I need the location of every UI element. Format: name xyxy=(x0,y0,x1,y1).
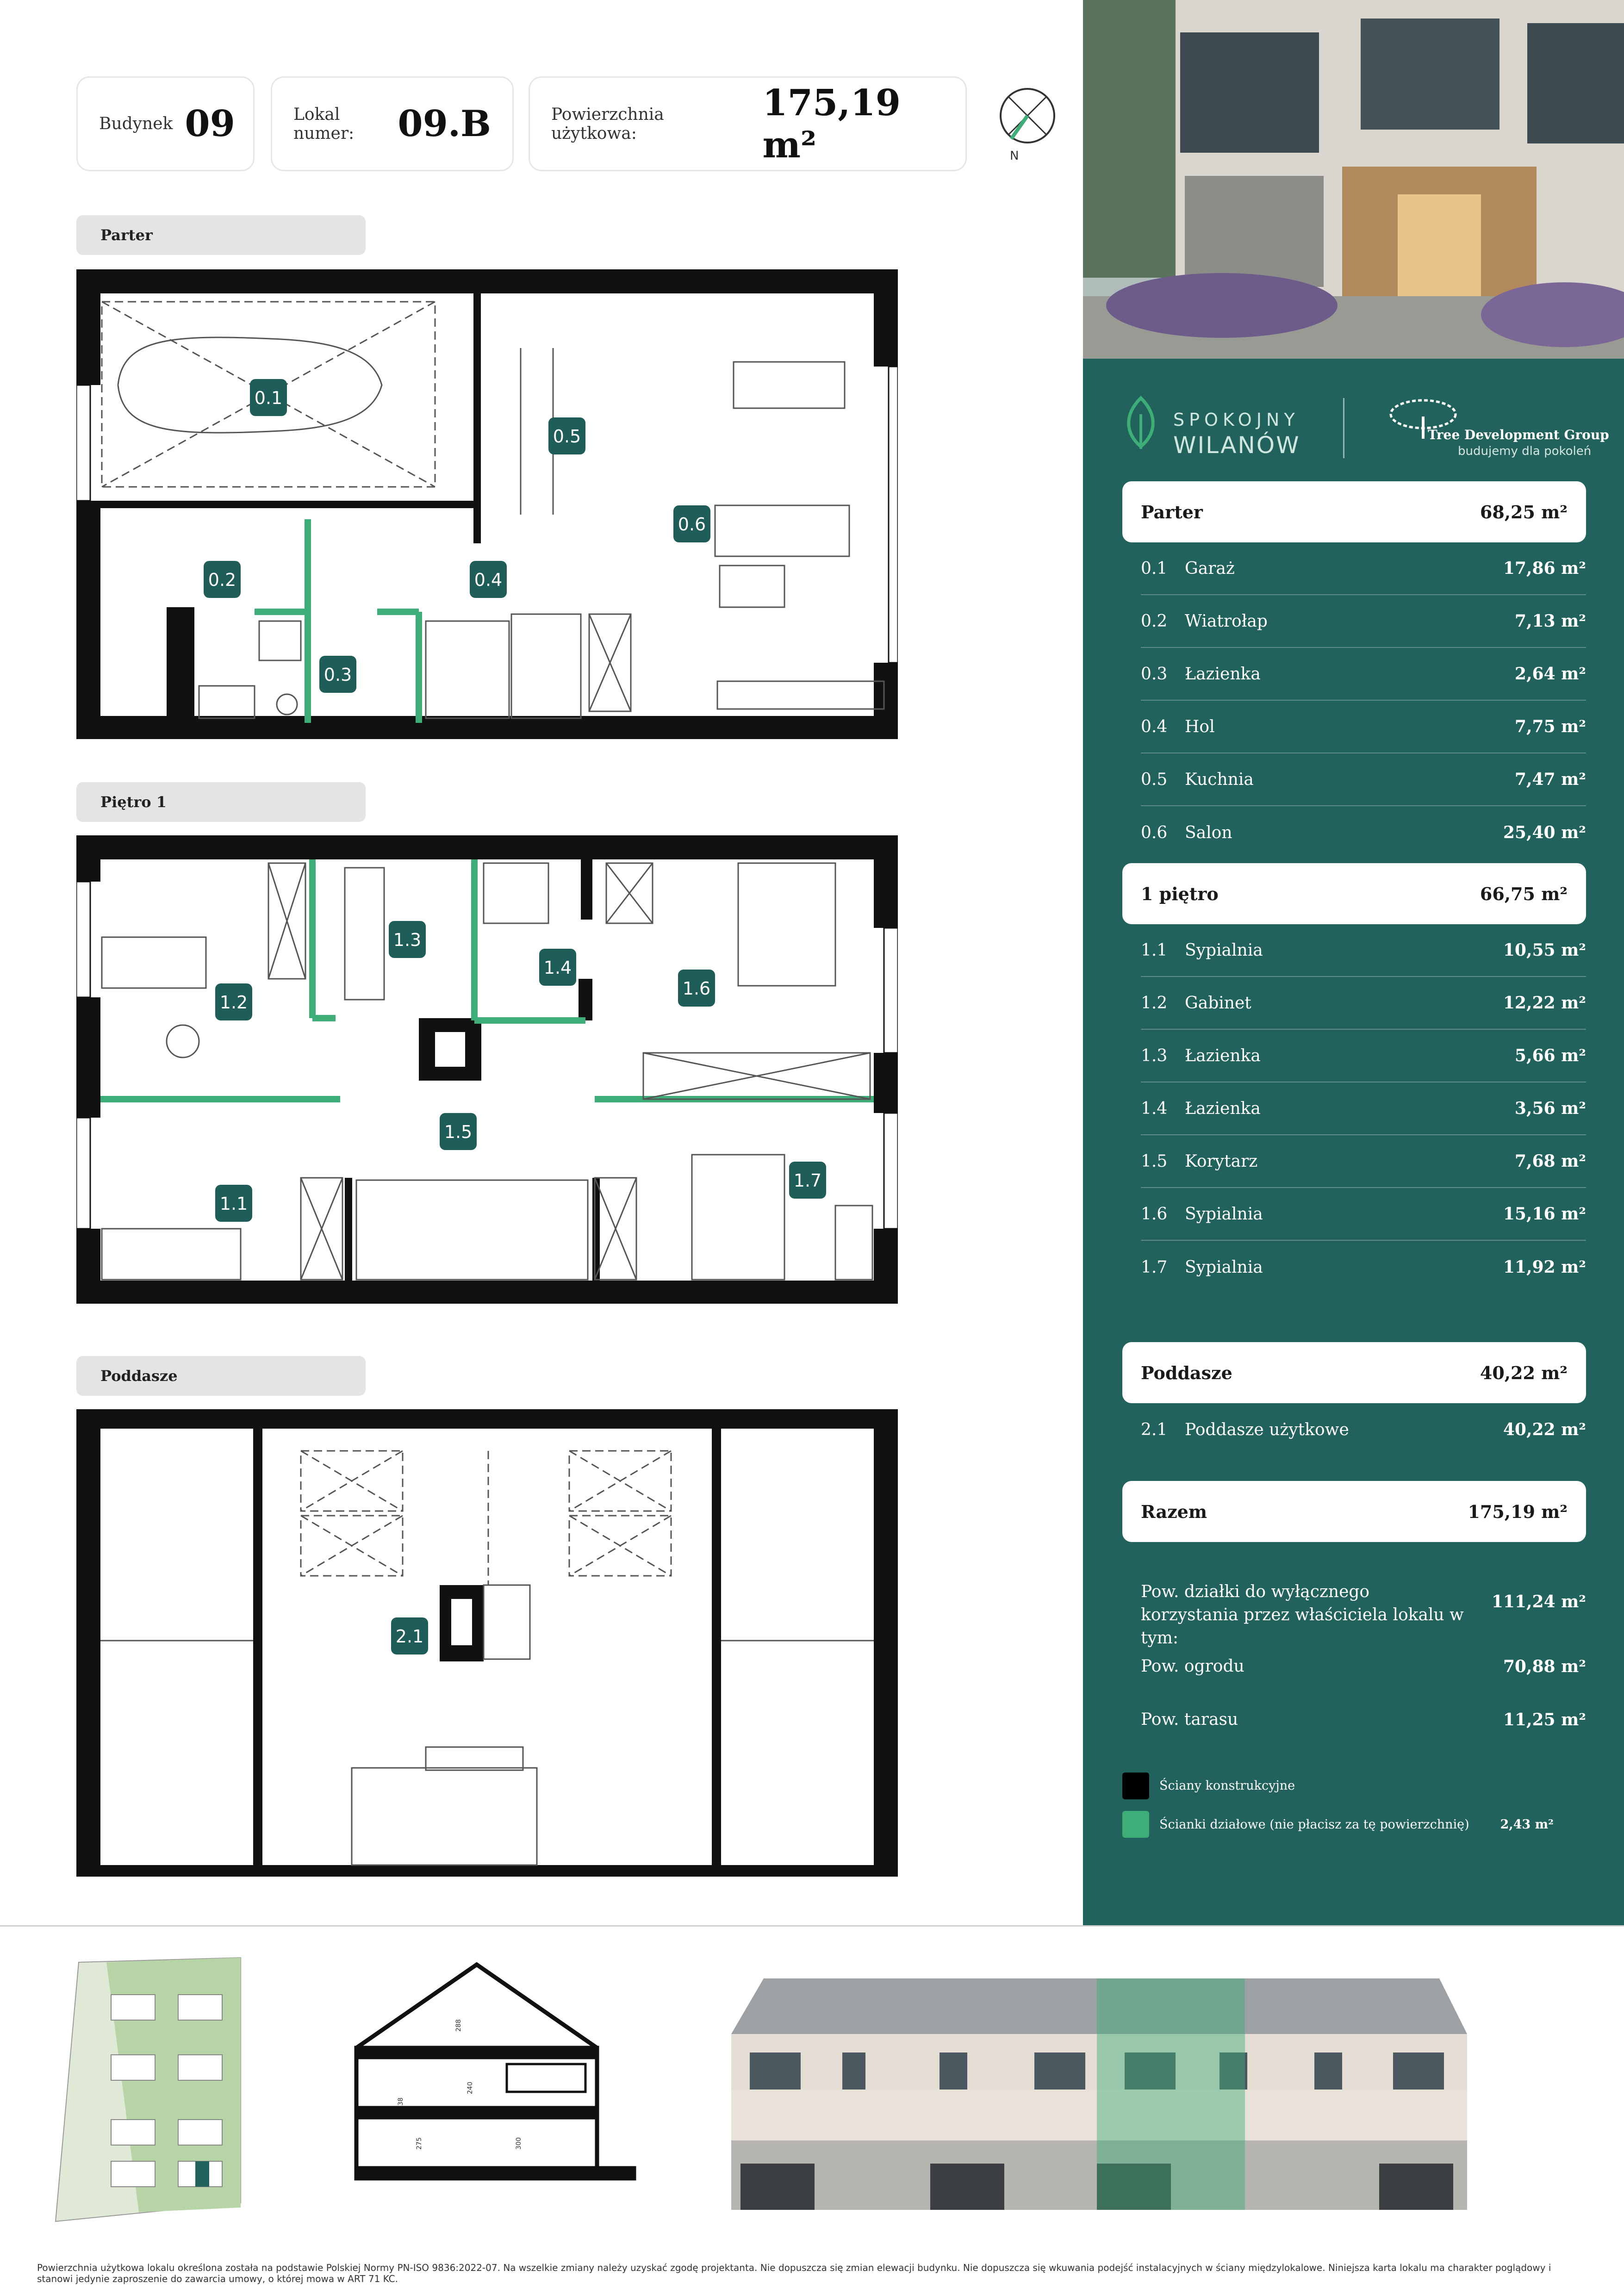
brand-name-line1: SPOKOJNY xyxy=(1173,410,1300,430)
section-dim: 275 xyxy=(416,2137,423,2150)
brand-divider xyxy=(1343,398,1344,458)
section-dim: 288 xyxy=(455,2019,462,2032)
floor-plan-attic: 2.1 xyxy=(76,1409,898,1877)
area-label: Powierzchnia użytkowa: xyxy=(551,105,664,143)
area-value: 175,19 m² xyxy=(762,81,901,166)
leaf-logo-icon xyxy=(1127,396,1155,449)
room-badge: 2.1 xyxy=(396,1626,423,1647)
area-box: Powierzchnia użytkowa: 175,19 m² xyxy=(529,76,967,171)
floor-plan-first: 1.3 1.4 1.6 1.2 1.5 1.7 1.1 xyxy=(76,835,898,1304)
plot-value: 111,24 m² xyxy=(1491,1592,1586,1611)
section-ground-total: 68,25 m² xyxy=(1480,501,1568,522)
section-first-total: 66,75 m² xyxy=(1480,883,1568,904)
room-badge: 1.6 xyxy=(683,978,710,999)
unit-label: Lokal numer: xyxy=(293,105,355,143)
developer-name: Tree Development Group xyxy=(1428,427,1609,442)
section-attic-total: 40,22 m² xyxy=(1480,1362,1568,1383)
floor-title-attic: Poddasze xyxy=(76,1356,366,1396)
brand-name-line2: WILANÓW xyxy=(1173,432,1300,459)
compass-label: N xyxy=(1010,149,1019,163)
room-badge: 1.4 xyxy=(544,958,572,978)
garden-label: Pow. ogrodu xyxy=(1141,1657,1244,1676)
floor-title-ground: Parter xyxy=(76,215,366,255)
section-ground-title: Parter xyxy=(1141,501,1203,522)
room-badge: 0.3 xyxy=(324,665,352,685)
section-ground-header: Parter 68,25 m² xyxy=(1122,481,1586,542)
room-badge: 0.4 xyxy=(474,570,502,590)
bottom-divider xyxy=(0,1925,1624,1927)
room-badge: 0.2 xyxy=(208,570,236,590)
footnote: Powierzchnia użytkowa lokalu określona z… xyxy=(37,2262,1551,2284)
legend-structural-label: Ściany konstrukcyjne xyxy=(1159,1779,1295,1793)
room-badge: 0.5 xyxy=(553,426,581,447)
room-badge: 1.5 xyxy=(444,1122,472,1142)
legend-partition-swatch xyxy=(1122,1811,1149,1838)
garden-value: 70,88 m² xyxy=(1503,1657,1586,1676)
building-label: Budynek xyxy=(99,114,173,133)
room-badge: 0.1 xyxy=(255,388,282,408)
legend-structural-swatch xyxy=(1122,1773,1149,1799)
floor-plan-ground: 0.1 0.5 0.6 0.2 0.4 0.3 xyxy=(76,269,898,739)
total-label: Razem xyxy=(1141,1501,1207,1522)
legend-partition-label: Ścianki działowe (nie płacisz za tę powi… xyxy=(1159,1817,1469,1832)
room-badge: 1.2 xyxy=(220,992,248,1013)
unit-value: 09.B xyxy=(398,103,491,145)
site-plan-diagram xyxy=(55,1957,241,2222)
unit-box: Lokal numer: 09.B xyxy=(271,76,514,171)
section-dim: 38 xyxy=(397,2097,404,2106)
room-badge: 0.6 xyxy=(678,514,706,535)
terrace-value: 11,25 m² xyxy=(1503,1710,1586,1729)
section-dim: 240 xyxy=(467,2082,474,2094)
building-elevation xyxy=(731,1978,1467,2210)
section-first-title: 1 piętro xyxy=(1141,883,1219,904)
room-badge: 1.7 xyxy=(794,1170,821,1191)
tree-logo-icon xyxy=(1389,399,1457,439)
developer-tagline: budujemy dla pokoleń xyxy=(1458,444,1592,458)
room-badge: 1.3 xyxy=(393,930,421,950)
building-value: 09 xyxy=(185,103,235,145)
section-dim: 300 xyxy=(515,2137,523,2150)
section-first-header: 1 piętro 66,75 m² xyxy=(1122,863,1586,924)
summary-panel: SPOKOJNY WILANÓW Tree Development Group … xyxy=(1083,359,1624,1925)
section-attic-title: Poddasze xyxy=(1141,1362,1232,1383)
total-value: 175,19 m² xyxy=(1468,1501,1568,1522)
plot-label: Pow. działki do wyłącznego korzystania p… xyxy=(1141,1582,1464,1648)
section-drawing: 288 240 38 275 300 xyxy=(354,1962,636,2181)
terrace-label: Pow. tarasu xyxy=(1141,1710,1238,1729)
building-render-photo xyxy=(1083,0,1624,359)
section-total-header: Razem 175,19 m² xyxy=(1122,1481,1586,1542)
floor-title-first: Piętro 1 xyxy=(76,782,366,822)
room-badge: 1.1 xyxy=(220,1194,248,1214)
compass-icon: N xyxy=(1000,88,1055,163)
section-attic-header: Poddasze 40,22 m² xyxy=(1122,1342,1586,1403)
building-box: Budynek 09 xyxy=(76,76,255,171)
legend-partition-value: 2,43 m² xyxy=(1500,1817,1554,1832)
